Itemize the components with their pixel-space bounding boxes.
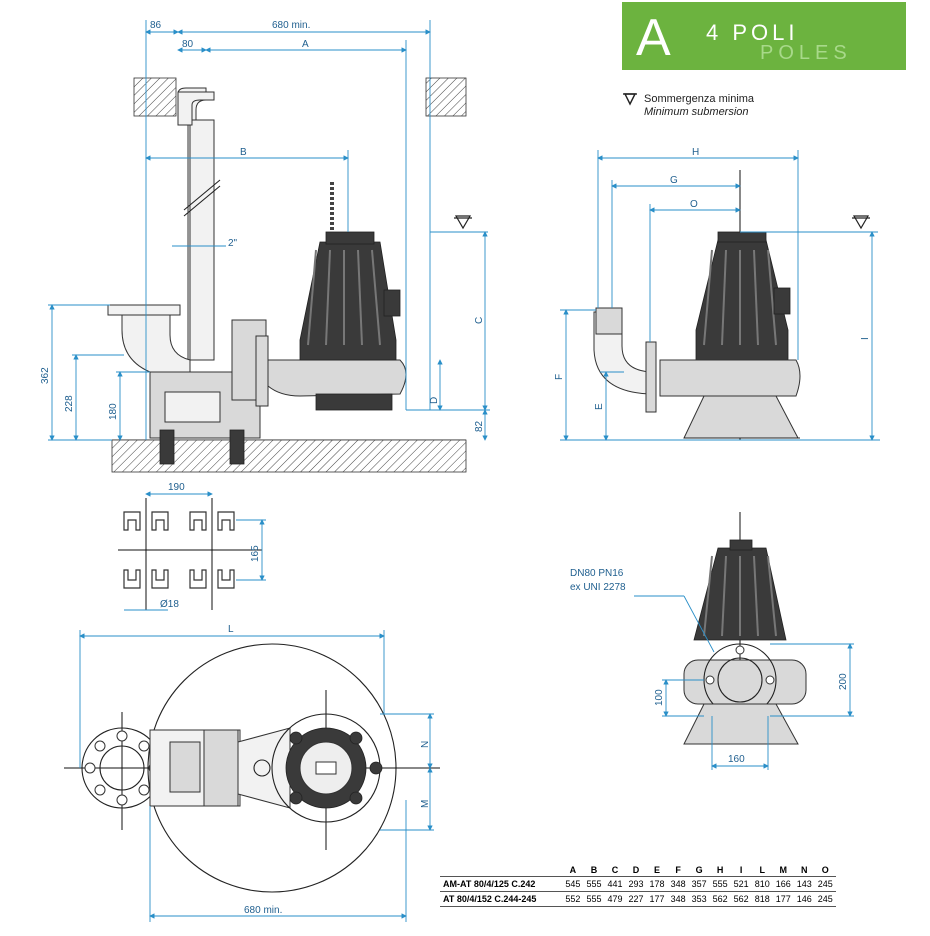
logo-symbol: A [636, 9, 673, 67]
flange-view: DN80 PN16 ex UNI 2278 200 100 160 [570, 512, 854, 770]
dim-C: C [474, 317, 485, 324]
dim-100: 100 [654, 689, 665, 706]
dim-165: 165 [250, 545, 261, 562]
dim-80: 80 [182, 39, 194, 50]
flange-label-line2: ex UNI 2278 [570, 582, 626, 593]
logo-line2: POLES [760, 42, 852, 64]
table-cell: 810 [751, 876, 773, 892]
dim-362: 362 [40, 367, 51, 384]
dim-160: 160 [728, 754, 745, 765]
dim-228: 228 [64, 395, 75, 412]
table-cell: 293 [625, 876, 647, 892]
col-header: M [779, 865, 787, 875]
table-cell: 353 [688, 891, 710, 907]
table-header-row: A B C D E F G H I L M N O [440, 864, 836, 877]
dim-M: M [420, 800, 431, 808]
pump-stand [683, 395, 799, 439]
dim-82: 82 [474, 420, 485, 432]
anchor-bolts [159, 429, 245, 465]
brand-logo: A 4 POLI POLES [622, 2, 906, 70]
dim-D: D [429, 397, 440, 404]
submersion-marker-icon [454, 215, 472, 230]
logo-line1: 4 POLI [706, 20, 799, 45]
dim-86: 86 [150, 20, 162, 31]
ceiling-slab-right [425, 77, 467, 117]
table-cell: 178 [646, 876, 668, 892]
table-cell: 441 [604, 876, 626, 892]
dim-B: B [240, 147, 247, 158]
table-cell: 166 [772, 876, 794, 892]
table-cell: 555 [583, 891, 605, 907]
dimensions-table: A B C D E F G H I L M N O AM-AT 80/4/125… [440, 864, 836, 907]
dim-pipe-2in: 2" [228, 238, 238, 249]
col-header: E [654, 865, 661, 875]
dim-E: E [594, 403, 605, 410]
table-cell: 177 [772, 891, 794, 907]
flange-label-line1: DN80 PN16 [570, 568, 624, 579]
dim-180: 180 [108, 403, 119, 420]
table-cell: 177 [646, 891, 668, 907]
table-cell: 348 [667, 891, 689, 907]
motor-side [299, 241, 397, 361]
front-view: H G O I F E [554, 147, 880, 441]
dim-O: O [690, 199, 698, 210]
table-cell: 562 [709, 891, 731, 907]
table-cell: 227 [625, 891, 647, 907]
table-row: AM-AT 80/4/125 C.242 545 555 441 293 178… [440, 876, 836, 892]
dim-680-min: 680 min. [272, 20, 310, 31]
col-header: I [739, 865, 743, 875]
table-cell: 146 [793, 891, 815, 907]
dim-18: Ø18 [160, 599, 179, 610]
table-row: AT 80/4/152 C.244-245 552 555 479 227 17… [440, 891, 836, 907]
legend-text-en: Minimum submersion [644, 106, 749, 118]
motor-top [271, 713, 383, 823]
submersion-marker-icon [623, 93, 637, 106]
side-view: 86 680 min. 80 A B 2" C D 82 362 228 180 [40, 20, 490, 473]
table-cell: 562 [730, 891, 752, 907]
base-plate-detail: 190 165 Ø18 [118, 482, 266, 611]
col-header: F [675, 865, 681, 875]
col-header: O [821, 865, 829, 875]
dim-G: G [670, 175, 678, 186]
dim-H: H [692, 147, 699, 158]
top-view: L N M 680 min. [64, 624, 440, 922]
table-cell: 357 [688, 876, 710, 892]
dim-680-min-bottom: 680 min. [244, 905, 282, 916]
col-header: G [695, 865, 703, 875]
dim-N: N [420, 741, 431, 748]
col-header: N [801, 865, 808, 875]
ceiling-slab-left [133, 77, 177, 117]
dim-L: L [228, 624, 234, 635]
dim-200: 200 [838, 673, 849, 690]
dim-F: F [554, 374, 565, 380]
model-name: AT 80/4/152 C.244-245 [440, 891, 563, 907]
col-header: B [590, 865, 598, 875]
table-cell: 479 [604, 891, 626, 907]
table-cell: 143 [793, 876, 815, 892]
dim-I: I [860, 337, 871, 340]
table-cell: 818 [751, 891, 773, 907]
table-cell: 245 [814, 876, 836, 892]
table-cell: 545 [562, 876, 584, 892]
col-header: L [759, 865, 765, 875]
col-header: D [632, 865, 640, 875]
col-header: A [569, 865, 577, 875]
guide-flange [107, 304, 181, 316]
table-cell: 521 [730, 876, 752, 892]
table-cell: 555 [583, 876, 605, 892]
dim-A: A [302, 39, 309, 50]
col-header: H [716, 865, 724, 875]
table-cell: 552 [562, 891, 584, 907]
table-cell: 555 [709, 876, 731, 892]
table-cell: 348 [667, 876, 689, 892]
col-header: C [611, 865, 619, 875]
submersion-legend: Sommergenza minima Minimum submersion [622, 92, 754, 118]
legend-text-it: Sommergenza minima [644, 93, 755, 105]
dim-190: 190 [168, 482, 185, 493]
volute-side [267, 359, 407, 397]
table-cell: 245 [814, 891, 836, 907]
model-name: AM-AT 80/4/125 C.242 [440, 876, 563, 892]
